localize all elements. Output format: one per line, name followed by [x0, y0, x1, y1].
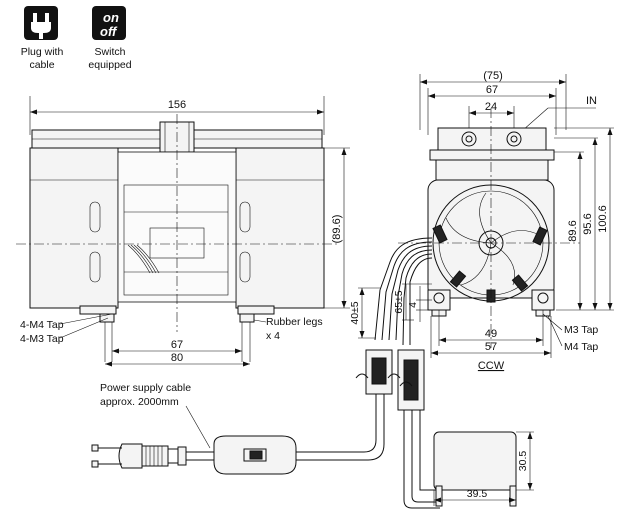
power-cord	[91, 443, 214, 469]
front-view: 156 (89.6)	[16, 96, 350, 367]
plug-body	[118, 443, 143, 469]
dim-49: 49	[485, 328, 497, 340]
power-cable-label: Power supply cable	[100, 382, 191, 394]
left-housing	[29, 147, 119, 309]
dim-67-front: 67	[171, 339, 183, 351]
dim-89-6-paren: (89.6)	[331, 215, 343, 244]
mount-hole-left	[433, 292, 445, 304]
rubber-legs-label: Rubber legs	[266, 316, 323, 328]
plug-icon	[24, 6, 58, 40]
switch-icon: on off	[92, 6, 126, 40]
switch-off-text: off	[100, 24, 118, 39]
front-tap-m3: 4-M3 Tap	[20, 333, 64, 345]
power-cable-length: approx. 2000mm	[100, 396, 179, 408]
plug-caption-2: cable	[29, 59, 54, 71]
inlet-port	[506, 131, 522, 147]
dim-30-5: 30.5	[517, 451, 529, 472]
switch-caption-2: equipped	[88, 59, 131, 71]
dim-95-6: 95.6	[582, 213, 594, 234]
left-foot	[79, 305, 117, 315]
dim-89-6: 89.6	[567, 220, 579, 241]
dim-39-5: 39.5	[467, 488, 488, 500]
inlet-label: IN	[586, 95, 597, 107]
dim-75-paren: (75)	[483, 70, 503, 82]
front-tap-m4: 4-M4 Tap	[20, 319, 64, 331]
dim-24: 24	[485, 101, 497, 113]
inline-switch	[213, 435, 297, 475]
side-head	[437, 127, 547, 151]
dim-100-6: 100.6	[597, 205, 609, 233]
right-foot	[237, 305, 275, 315]
right-housing	[235, 147, 325, 309]
dim-57: 57	[485, 341, 497, 353]
side-tap-m4: M4 Tap	[564, 341, 598, 353]
plug-caption-1: Plug with	[21, 46, 64, 58]
dim-80-front: 80	[171, 352, 183, 364]
side-view: (75) 67 24 IN	[398, 70, 614, 372]
dim-40-5: 40±5	[349, 301, 361, 324]
outlet-port	[461, 131, 477, 147]
side-tap-m3: M3 Tap	[564, 324, 598, 336]
lead-wires: 40±5 65±5	[296, 237, 440, 509]
rubber-legs-count: x 4	[266, 330, 280, 342]
rotation-ccw: CCW	[478, 360, 505, 372]
switch-on-text: on	[103, 10, 119, 25]
dim-156: 156	[168, 99, 186, 111]
dim-67-side: 67	[486, 84, 498, 96]
left-rubber-leg	[99, 313, 115, 323]
right-rubber-leg	[239, 313, 255, 323]
capacitor: 30.5 39.5	[433, 431, 534, 507]
mount-hole-right	[537, 292, 549, 304]
switch-caption-1: Switch	[95, 46, 126, 58]
dim-4: 4	[407, 302, 419, 308]
dim-65-5: 65±5	[393, 290, 405, 313]
